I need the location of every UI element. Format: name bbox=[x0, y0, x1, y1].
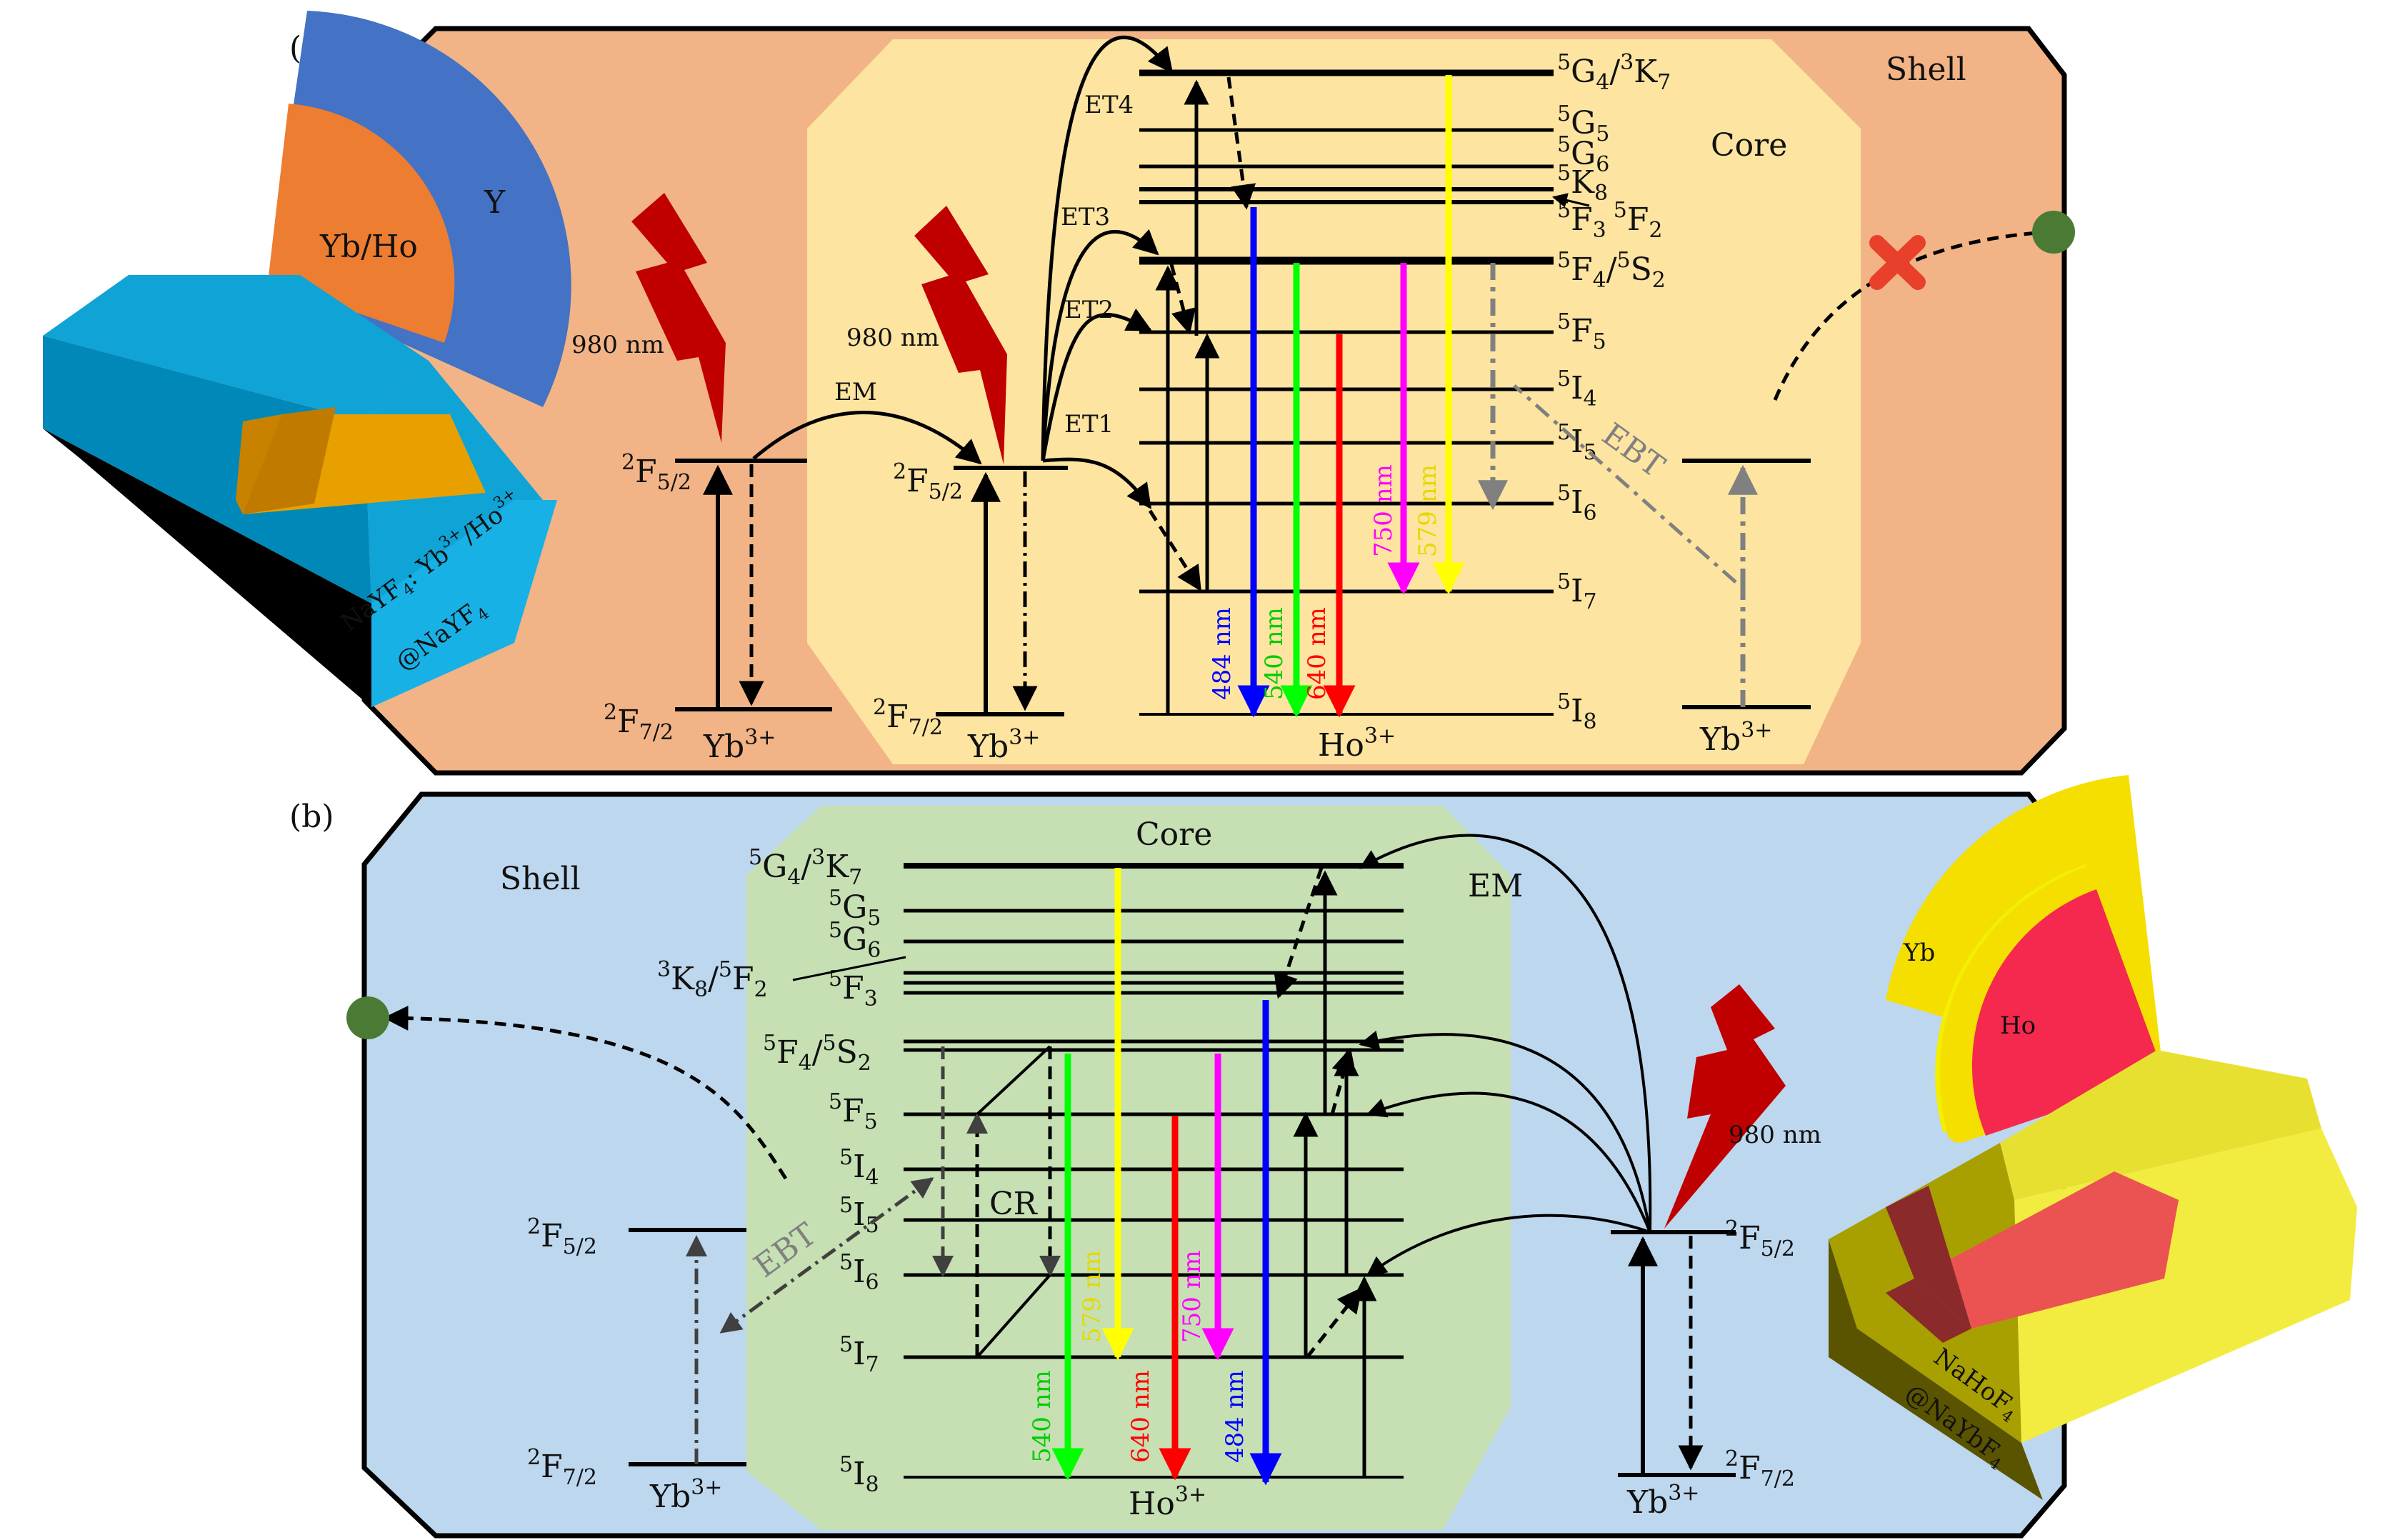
excitation-label: 980 nm bbox=[846, 324, 939, 352]
wl-label: 750 nm bbox=[1369, 464, 1398, 557]
yb-f72-label: 2F7/2 bbox=[527, 1445, 597, 1490]
svg-text:5F3: 5F3 bbox=[829, 966, 878, 1011]
yb-f52-label: 2F5/2 bbox=[621, 450, 691, 495]
panel-b-tag: (b) bbox=[289, 799, 334, 835]
wl-label: 540 nm bbox=[1260, 607, 1289, 700]
yb-ion-label: Yb3+ bbox=[1699, 718, 1772, 758]
svg-text:5I8: 5I8 bbox=[1557, 689, 1597, 734]
svg-text:5I7: 5I7 bbox=[1557, 569, 1597, 614]
panel-b: (b) Shell Core EM Yb bbox=[289, 775, 2357, 1539]
yb-f72-label: 2F7/2 bbox=[873, 695, 943, 740]
yb-f72-label: 2F7/2 bbox=[1725, 1446, 1795, 1491]
cr-label: CR bbox=[989, 1186, 1039, 1222]
svg-text:5G4/3K7: 5G4/3K7 bbox=[749, 845, 862, 890]
panel-a-nanocrystal: NaYF4: Yb3+/Ho3+ @NaYF4 bbox=[43, 275, 557, 707]
blocked-cross-icon bbox=[1869, 235, 1926, 290]
et2-label: ET2 bbox=[1064, 296, 1114, 324]
lightning-icon bbox=[631, 193, 726, 443]
lightning-icon bbox=[914, 206, 1007, 464]
panel-b-em-label: EM bbox=[1468, 868, 1523, 904]
pie-inner-label: Yb/Ho bbox=[319, 229, 418, 265]
panel-b-shell-label: Shell bbox=[500, 861, 581, 897]
et-arrow bbox=[1041, 229, 1159, 461]
svg-text:5I4: 5I4 bbox=[1557, 366, 1597, 411]
svg-text:5F5: 5F5 bbox=[829, 1089, 878, 1134]
svg-text:5I8: 5I8 bbox=[839, 1452, 879, 1497]
ho-levels-b bbox=[904, 863, 1404, 1479]
excitation-label: 980 nm bbox=[1729, 1121, 1821, 1149]
wl-label: 540 nm bbox=[1028, 1370, 1056, 1463]
yb-f52-label: 2F5/2 bbox=[1725, 1216, 1795, 1261]
ho-ion-label: Ho3+ bbox=[1318, 724, 1396, 764]
pie-inner-label: Ho bbox=[2000, 1011, 2036, 1040]
svg-text:5G4/3K7: 5G4/3K7 bbox=[1557, 50, 1671, 95]
svg-text:5G6: 5G6 bbox=[1557, 132, 1609, 177]
wl-label: 640 nm bbox=[1126, 1370, 1155, 1463]
yb-f52-label: 2F5/2 bbox=[527, 1214, 597, 1259]
yb-f52-label: 2F5/2 bbox=[893, 459, 963, 504]
wl-label: 484 nm bbox=[1208, 607, 1236, 700]
ho-levels-a bbox=[1139, 69, 1554, 716]
energy-escape-arrow bbox=[1773, 230, 2047, 401]
svg-text:5G5: 5G5 bbox=[1557, 101, 1609, 146]
energy-escape-arrow bbox=[383, 1005, 788, 1180]
et3-label: ET3 bbox=[1061, 203, 1110, 231]
panel-a: (a) Shell Core Y Yb/Ho NaYF4: Yb3+/Ho3+ … bbox=[43, 11, 2075, 776]
svg-text:5I5: 5I5 bbox=[1557, 420, 1597, 465]
surface-quencher-icon bbox=[346, 996, 389, 1039]
panel-b-core-label: Core bbox=[1136, 816, 1212, 853]
svg-text:5I7: 5I7 bbox=[839, 1332, 879, 1377]
pie-outer-label: Y bbox=[484, 184, 506, 221]
wl-label: 579 nm bbox=[1414, 464, 1442, 557]
et-arrow bbox=[1041, 35, 1174, 461]
svg-text:5F5: 5F5 bbox=[1557, 309, 1606, 354]
panel-b-pie: Yb Ho bbox=[1886, 775, 2164, 1143]
panel-a-core-bg bbox=[807, 39, 1861, 764]
wl-label: 579 nm bbox=[1078, 1250, 1106, 1343]
yb-ion-label: Yb3+ bbox=[703, 725, 776, 765]
svg-text:5G5: 5G5 bbox=[829, 886, 881, 931]
et-arrow bbox=[1041, 308, 1153, 461]
wl-label: 484 nm bbox=[1221, 1370, 1249, 1463]
ho-ion-label: Ho3+ bbox=[1129, 1482, 1206, 1522]
surface-quencher-icon bbox=[2032, 211, 2075, 254]
wl-label: 640 nm bbox=[1303, 607, 1331, 700]
et1-label: ET1 bbox=[1064, 410, 1114, 439]
svg-text:5G6: 5G6 bbox=[829, 918, 881, 963]
lightning-icon bbox=[1664, 984, 1786, 1229]
svg-text:5F4/5S2: 5F4/5S2 bbox=[763, 1031, 871, 1076]
panel-b-nanocrystal: NaHoF4 @NaYbF4 bbox=[1829, 1050, 2357, 1500]
svg-text:5F4/5S2: 5F4/5S2 bbox=[1557, 248, 1666, 293]
wl-label: 750 nm bbox=[1178, 1250, 1206, 1343]
svg-text:5I6: 5I6 bbox=[1557, 481, 1597, 526]
excitation-label: 980 nm bbox=[571, 331, 664, 359]
svg-text:3K8/5F2: 3K8/5F2 bbox=[657, 957, 768, 1002]
yb-ion-label: Yb3+ bbox=[967, 725, 1040, 765]
et4-label: ET4 bbox=[1084, 91, 1134, 119]
panel-a-shell-label: Shell bbox=[1886, 51, 1966, 88]
ho-level-labels-a: 5G4/3K7 5G5 5G6 5K8 5F35F2 5F4/5S2 5F5 5… bbox=[1551, 50, 1671, 734]
pie-outer-label: Yb bbox=[1903, 939, 1935, 967]
yb-ion-label: Yb3+ bbox=[649, 1475, 722, 1515]
et-arrow bbox=[1042, 457, 1152, 509]
panel-a-core-label: Core bbox=[1711, 127, 1787, 164]
em-label: EM bbox=[834, 378, 877, 406]
em-transfer-arrow bbox=[752, 411, 982, 465]
yb-ion-label: Yb3+ bbox=[1626, 1481, 1699, 1521]
yb-f72-label: 2F7/2 bbox=[604, 700, 674, 745]
svg-text:5K8: 5K8 bbox=[1557, 161, 1608, 206]
